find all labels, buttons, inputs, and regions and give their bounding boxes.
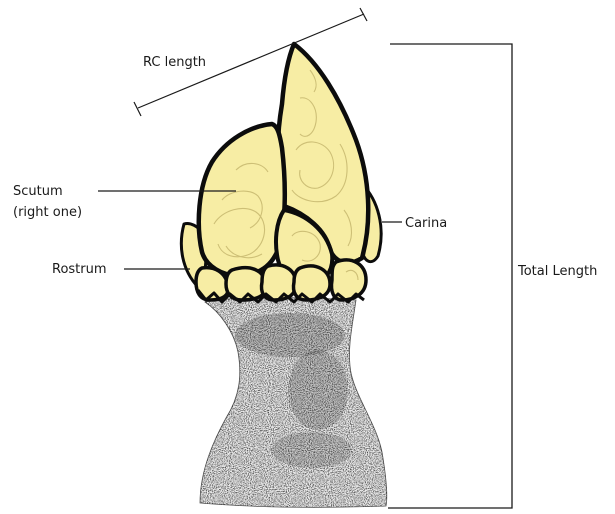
rc-length-tick-left: [134, 102, 141, 116]
carina-label: Carina: [405, 216, 447, 231]
peduncle-shadow-middle: [288, 350, 348, 430]
basal-plate-4: [294, 266, 331, 300]
scutum-label-line1: Scutum: [13, 184, 63, 199]
scutum-label-line2: (right one): [13, 205, 82, 220]
peduncle-shadow-upper: [235, 313, 345, 357]
total-length-line: [388, 44, 512, 508]
peduncle: [195, 290, 395, 514]
rostrum-label: Rostrum: [52, 262, 107, 277]
total-length-label: Total Length: [517, 264, 597, 279]
scutum-plate: [199, 124, 285, 276]
rc-length-label: RC length: [143, 55, 206, 70]
peduncle-shadow-lower: [272, 432, 352, 468]
total-length-bracket: [388, 44, 512, 508]
rc-length-tick-right: [360, 8, 367, 21]
capitulum: [181, 44, 381, 302]
